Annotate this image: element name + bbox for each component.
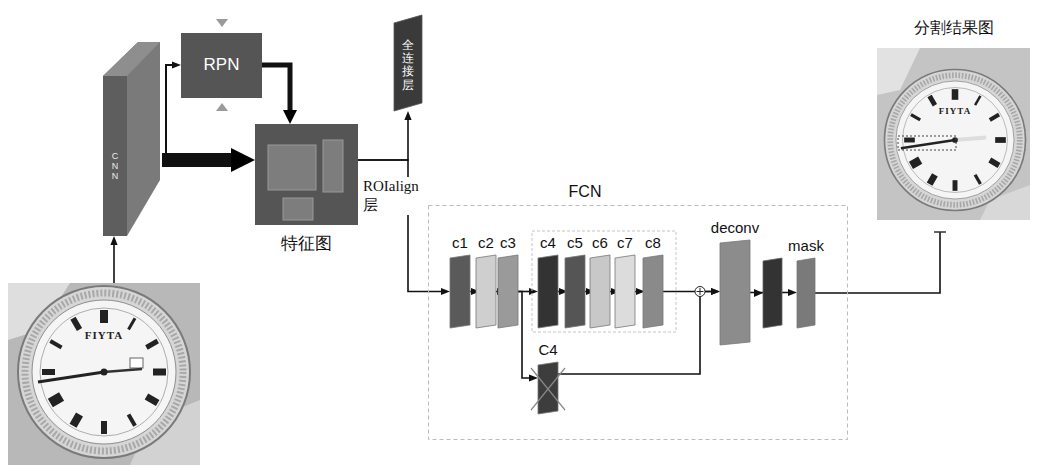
- cnn-block: CNN: [100, 40, 162, 236]
- slab-fill: [394, 15, 422, 111]
- result-photo-shape: [877, 48, 1030, 220]
- conv-layer-shape: [615, 255, 635, 328]
- conv-layer: c1: [450, 255, 470, 328]
- sum-junction: [695, 287, 705, 297]
- mask-layer-shape: [797, 258, 815, 328]
- conv-layer: c8: [643, 255, 663, 328]
- photo-title: 分割结果图: [914, 18, 994, 37]
- connector-arrow: [162, 153, 231, 167]
- bar-fill: [498, 255, 518, 328]
- detection-box: [898, 136, 956, 150]
- cnn-block-shape: [100, 40, 162, 236]
- bar-fill: [538, 362, 558, 414]
- connector-arrow: [162, 65, 172, 160]
- region-proposal: [323, 140, 343, 192]
- layer-label: c6: [592, 234, 608, 252]
- connector-arrow: [358, 120, 408, 160]
- bar-fill: [450, 255, 470, 328]
- region-outline: [429, 206, 848, 440]
- layer-label: c3: [500, 234, 516, 252]
- end-tick: [934, 231, 946, 233]
- bar-fill: [615, 255, 635, 328]
- group-outline: [532, 231, 676, 332]
- conv-layer-shape: [565, 255, 585, 328]
- watch-dial: [18, 286, 190, 458]
- conv-layer: c2: [476, 255, 496, 328]
- connector-arrow: [518, 292, 529, 379]
- bar-fill: [538, 255, 558, 328]
- region-title: FCN: [569, 182, 602, 201]
- layer-label: ROIalign 层: [362, 177, 426, 215]
- block-top: [103, 42, 160, 76]
- arrow-head: [754, 289, 763, 297]
- layer-label: c4: [540, 234, 556, 252]
- brand-text: FIYTA: [85, 329, 123, 342]
- input-watch-picture: [8, 283, 200, 465]
- deconv-layer: deconv: [720, 240, 750, 345]
- layer-label: c8: [645, 234, 661, 252]
- connector-arrow: [262, 65, 290, 110]
- conv-layer: C4: [538, 362, 558, 414]
- cross-mark: [531, 368, 565, 410]
- feature-map-shape: [255, 124, 358, 225]
- fcn-region: FCNc1c2c3c4c5c6c7c8C4deconvmask: [428, 205, 848, 440]
- feature-map: 特征图: [255, 124, 358, 225]
- block-label: RPN: [204, 55, 240, 75]
- conv-layer: c5: [565, 255, 585, 328]
- layer-label: mask: [788, 237, 824, 255]
- bar-fill: [476, 255, 496, 328]
- layer-label: c2: [478, 234, 494, 252]
- conv-layer: c6: [590, 255, 610, 328]
- cross-mark: [531, 368, 565, 410]
- layer-label: deconv: [711, 219, 759, 237]
- bar-fill: [720, 240, 750, 345]
- conv-layer-shape: [590, 255, 610, 328]
- conv-layer-shape: [538, 362, 558, 414]
- block-label: 特征图: [281, 234, 332, 254]
- conv-layer-shape: [450, 255, 470, 328]
- conv-layer-shape: [498, 255, 518, 328]
- photo-ground: [8, 283, 200, 465]
- layer-label: c7: [617, 234, 633, 252]
- watch-dial: [884, 69, 1025, 210]
- layer-label: c5: [567, 234, 583, 252]
- layer-label: C4: [538, 341, 557, 359]
- block-front: [103, 76, 127, 236]
- rpn-marker: [216, 103, 228, 111]
- bar-fill: [590, 255, 610, 328]
- bar-fill: [797, 258, 815, 328]
- conv-layer-shape: [538, 255, 558, 328]
- region-proposal: [268, 145, 316, 190]
- connector-arrow: [113, 245, 115, 283]
- connector-arrow: [815, 232, 940, 293]
- mask-layer: mask: [797, 258, 815, 328]
- bar-fill: [643, 255, 663, 328]
- input-photo: FIYTA: [8, 283, 200, 465]
- deconv-layer-shape: [720, 240, 750, 345]
- result-photo: 分割结果图FIYTA: [877, 48, 1030, 220]
- conv-layer-shape: [643, 255, 663, 328]
- conv-layer: [763, 258, 782, 328]
- block-label: CNN: [111, 152, 120, 182]
- rpn-box: RPN: [181, 33, 262, 98]
- brand-text: FIYTA: [939, 106, 971, 117]
- block-label: 全连接层: [402, 39, 414, 92]
- bar-fill: [565, 255, 585, 328]
- region-proposal: [283, 198, 313, 220]
- block-side: [103, 42, 160, 236]
- conv-layer: c7: [615, 255, 635, 328]
- photo-ground: [877, 48, 1030, 220]
- box-fill: [255, 124, 358, 225]
- box-fill: [181, 33, 262, 98]
- layer-label: c1: [452, 234, 468, 252]
- conv-layer: c4: [538, 255, 558, 328]
- conv-layer: c3: [498, 255, 518, 328]
- rpn-marker: [216, 19, 228, 27]
- fc-layer: 全连接层: [394, 15, 422, 111]
- input-photo-shape: [8, 283, 200, 465]
- result-watch-picture: [877, 48, 1030, 220]
- conv-layer-shape: [476, 255, 496, 328]
